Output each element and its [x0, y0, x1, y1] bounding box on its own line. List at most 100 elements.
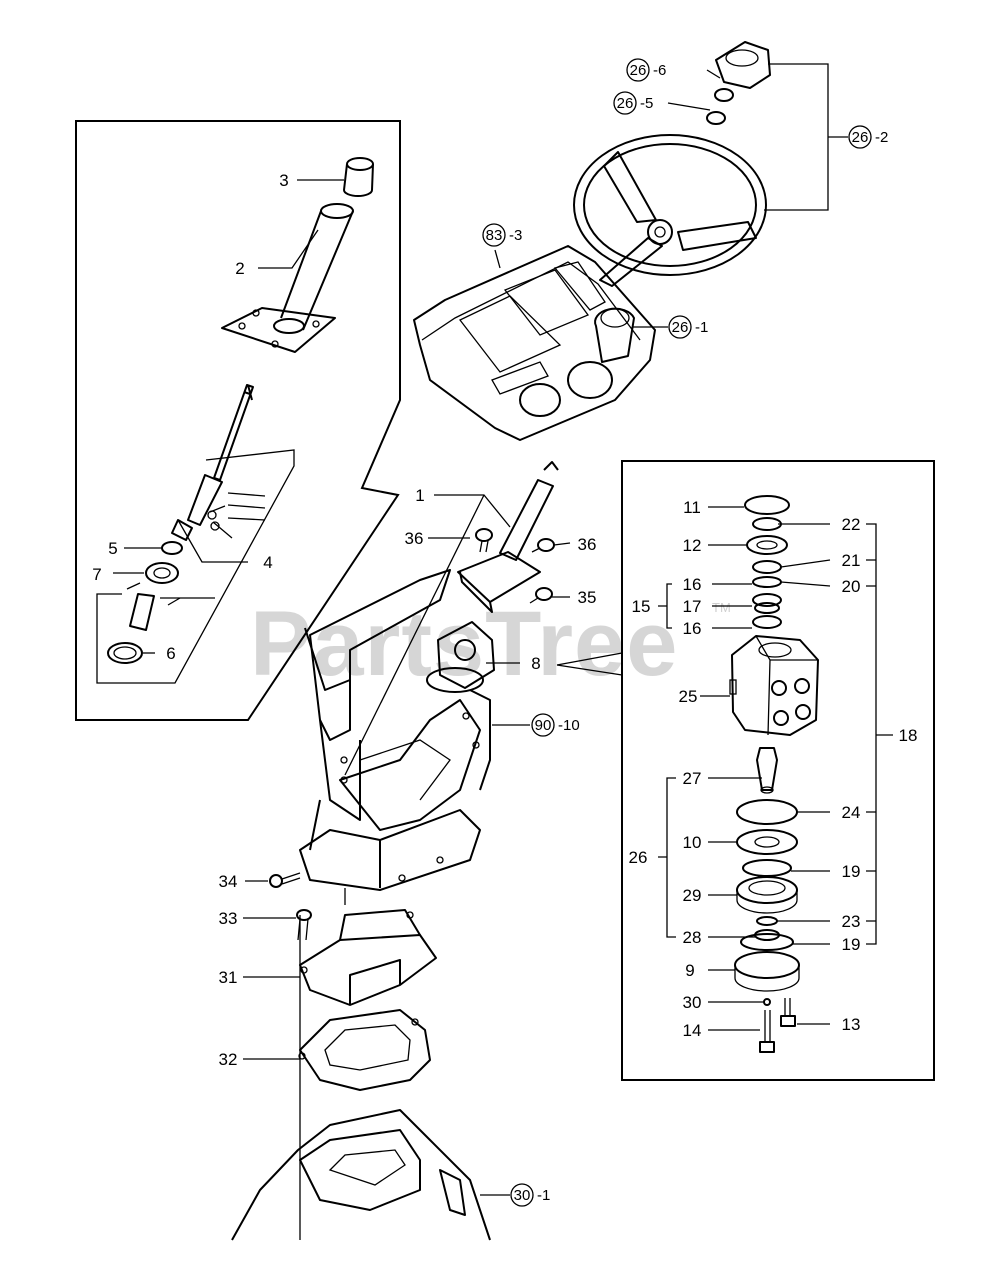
label-11: 11: [683, 498, 701, 517]
callout-26-6-num: 26: [630, 62, 647, 79]
part-19-ring-b: [740, 933, 794, 951]
label-27: 27: [683, 769, 702, 788]
label-1: 1: [415, 486, 424, 505]
part-27-spool: [756, 747, 778, 794]
label-13: 13: [842, 1015, 861, 1034]
label-31: 31: [219, 968, 238, 987]
label-18: 18: [899, 726, 918, 745]
label-17: 17: [683, 597, 702, 616]
callout-30-1: 30 -1: [510, 1183, 550, 1207]
center-column-assembly: [426, 461, 559, 693]
callout-26-2: 26 -2: [848, 125, 888, 149]
inset-pointer-upper: [556, 664, 623, 676]
part-36-bolt-a: [475, 528, 493, 553]
part-shaft: [187, 384, 254, 526]
callout-90-10: 90 -10: [531, 713, 580, 737]
label-7: 7: [92, 565, 101, 584]
steering-wheel: [573, 134, 767, 287]
left-inset-outline: [75, 120, 401, 721]
callout-26-2-num: 26: [852, 129, 869, 146]
label-20: 20: [842, 577, 861, 596]
part-35-bolt: [529, 587, 553, 604]
part-21-ring: [752, 560, 782, 574]
label-6: 6: [166, 644, 175, 663]
part-20-ring: [752, 576, 782, 588]
callout-83-3: 83 -3: [482, 223, 522, 247]
part-30-1-housing: [231, 1109, 491, 1241]
label-2: 2: [235, 259, 244, 278]
dashboard-panel: [413, 245, 656, 441]
callout-26-1-suffix: -1: [695, 319, 708, 336]
support-frame: [299, 569, 491, 891]
label-29: 29: [683, 886, 702, 905]
part-10-plate: [736, 829, 798, 855]
left-inset-box: [75, 120, 401, 721]
label-5: 5: [108, 539, 117, 558]
callout-26-2-suffix: -2: [875, 129, 888, 146]
label-30: 30: [683, 993, 702, 1012]
callout-90-10-suffix: -10: [558, 717, 580, 734]
label-12: 12: [683, 536, 702, 555]
label-36-right: 36: [578, 535, 597, 554]
label-14: 14: [683, 1021, 702, 1040]
label-34: 34: [219, 872, 238, 891]
part-33-bolt: [296, 909, 312, 941]
callout-83-3-suffix: -3: [509, 227, 522, 244]
part-9-cap: [734, 951, 800, 992]
label-23: 23: [842, 912, 861, 931]
label-19-upper: 19: [842, 862, 861, 881]
inset-leaders: [96, 179, 344, 684]
label-21: 21: [842, 551, 861, 570]
part-3-bushing: [343, 157, 374, 197]
part-17-spring: [752, 593, 782, 629]
label-33: 33: [219, 909, 238, 928]
part-23-ring: [756, 916, 778, 926]
part-32-gasket: [298, 1009, 431, 1091]
part-34-bolt: [269, 872, 301, 888]
callout-26-5: 26 -5: [613, 91, 653, 115]
part-24-ring: [736, 799, 798, 825]
label-28: 28: [683, 928, 702, 947]
label-10: 10: [683, 833, 702, 852]
part-30-ball: [763, 998, 771, 1006]
part-13-bolt: [780, 998, 796, 1027]
label-9: 9: [685, 961, 694, 980]
label-8: 8: [531, 654, 540, 673]
part-36-bolt-b: [531, 538, 555, 553]
part-22-ring: [752, 517, 782, 531]
label-32: 32: [219, 1050, 238, 1069]
label-16-lower: 16: [683, 619, 702, 638]
part-yoke: [129, 593, 155, 631]
callout-26-6-suffix: -6: [653, 62, 666, 79]
part-7-bearing: [145, 562, 179, 584]
watermark-tm: TM: [712, 600, 731, 615]
label-22: 22: [842, 515, 861, 534]
part-31-bracket: [299, 909, 437, 1006]
part-5-ring: [161, 541, 183, 555]
right-inset-leaders: [658, 506, 893, 1031]
callout-90-10-num: 90: [535, 717, 552, 734]
part-4-pins: [171, 505, 233, 541]
callout-26-6: 26 -6: [626, 58, 666, 82]
part-26-5-nut: [706, 88, 734, 125]
callout-30-1-suffix: -1: [537, 1187, 550, 1204]
alignment-line: [299, 888, 346, 1240]
label-3: 3: [279, 171, 288, 190]
callout-30-1-num: 30: [514, 1187, 531, 1204]
callout-26-5-num: 26: [617, 95, 634, 112]
label-4: 4: [263, 553, 272, 572]
part-14-bolt: [759, 1010, 775, 1053]
part-19-ring-a: [742, 859, 792, 877]
label-26: 26: [629, 848, 648, 867]
label-35: 35: [578, 588, 597, 607]
part-6-seal: [107, 642, 143, 664]
label-25: 25: [679, 687, 698, 706]
part-12-seal: [746, 535, 788, 555]
callout-26-5-suffix: -5: [640, 95, 653, 112]
main-leaders: [243, 63, 848, 1196]
callout-26-1-num: 26: [672, 319, 689, 336]
inset-pointer-lower: [556, 652, 623, 666]
callout-83-3-num: 83: [486, 227, 503, 244]
part-number-labels: 3 2 5 4 7 6 1 36 36 35 8 34 33 31 32 11 …: [92, 171, 917, 1069]
